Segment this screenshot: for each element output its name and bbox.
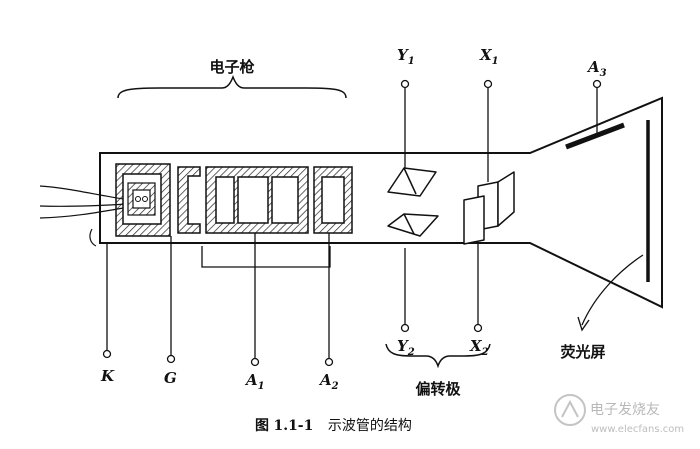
watermark-name: 电子发烧友: [590, 402, 660, 418]
anode-connector: [201, 246, 331, 268]
deflector-label: 偏转极: [415, 380, 461, 398]
lead-terminals: [102, 79, 602, 367]
figure-caption: 图 1.1-1 示波管的结构: [255, 418, 412, 434]
third-anode: [565, 122, 625, 150]
x-deflection-plates: [463, 171, 515, 245]
y-deflection-plates: [387, 167, 439, 237]
label-G: G: [164, 369, 177, 387]
screen-pointer: [581, 254, 644, 326]
label-A2: A2: [318, 371, 339, 392]
electron-gun: [115, 163, 353, 237]
second-anode: [313, 166, 353, 234]
electrode-leads: [106, 88, 598, 358]
gun-label: 电子枪: [209, 58, 254, 76]
watermark: 电子发烧友 www.elecfans.com: [554, 394, 684, 435]
watermark-logo-icon: [554, 394, 586, 426]
tube-outline: [99, 96, 663, 309]
label-Y2: Y2: [397, 337, 415, 358]
first-anode: [205, 166, 309, 234]
label-X1: X1: [479, 46, 499, 67]
deflector-brace: [385, 343, 491, 369]
watermark-url: www.elecfans.com: [591, 424, 684, 435]
label-K: K: [100, 367, 115, 385]
label-A3: A3: [586, 58, 607, 79]
control-grid: [177, 166, 201, 234]
screen-pointer-arrowhead: [577, 316, 590, 332]
label-X2: X2: [469, 337, 489, 358]
label-A1: A1: [244, 371, 265, 392]
label-Y1: Y1: [397, 46, 415, 67]
gun-brace: [117, 74, 347, 99]
watermark-logo-mark: [561, 399, 579, 418]
electrode-labels: K G A1 A2 Y1 X1 A3 Y2 X2: [100, 46, 607, 392]
cathode: [115, 163, 171, 237]
screen-label: 荧光屏: [560, 343, 605, 361]
